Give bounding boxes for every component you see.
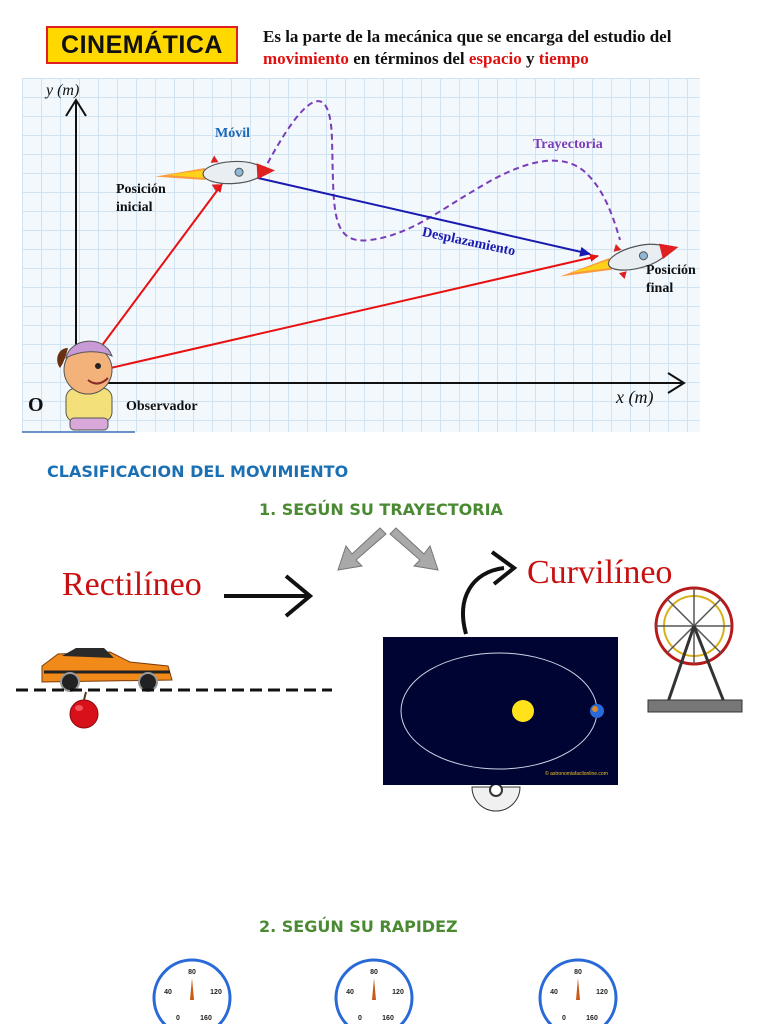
origin-label: O xyxy=(28,394,44,416)
trajectory-label: Trayectoria xyxy=(533,137,603,152)
intro-word-movimiento: movimiento xyxy=(263,49,349,68)
intro-text-3: y xyxy=(521,49,539,68)
intro-text-2: en términos del xyxy=(348,49,469,68)
gauge-tick: 80 xyxy=(370,969,378,976)
trajectory-path xyxy=(262,100,621,242)
gauge-tick: 40 xyxy=(164,989,172,996)
intro-word-espacio: espacio xyxy=(468,49,522,68)
displacement-vector xyxy=(257,177,591,257)
gauge-tick: 40 xyxy=(346,989,354,996)
rocket-icon xyxy=(155,155,276,192)
gauge-tick: 160 xyxy=(200,1015,212,1022)
kinematics-diagram-drawing xyxy=(22,98,686,433)
observer-icon xyxy=(57,340,113,431)
observer-label: Observador xyxy=(126,399,198,414)
page-title: CINEMÁTICA xyxy=(61,30,223,59)
split-arrows-icon xyxy=(337,527,439,571)
x-axis xyxy=(76,372,686,394)
gauge-tick: 160 xyxy=(586,1015,598,1022)
gauge-tick: 0 xyxy=(562,1015,566,1022)
gauge-tick: 80 xyxy=(188,969,196,976)
final-position-vector xyxy=(79,253,599,376)
gauge-tick: 40 xyxy=(550,989,558,996)
title-box: CINEMÁTICA xyxy=(46,26,238,64)
intro-word-tiempo: tiempo xyxy=(538,49,589,68)
y-axis-label: y (m) xyxy=(46,82,80,99)
ferris-wheel-icon xyxy=(647,586,743,713)
by-trajectory-heading: 1. SEGÚN SU TRAYECTORIA xyxy=(259,500,503,519)
intro-paragraph: Es la parte de la mecánica que se encarg… xyxy=(263,26,703,70)
gauge-tick: 80 xyxy=(574,969,582,976)
x-axis-label: x (m) xyxy=(616,387,654,407)
initial-position-vector xyxy=(79,183,223,376)
car-icon xyxy=(41,648,173,692)
orbit-illustration: © astronomiafacilonline.com xyxy=(383,637,618,785)
straight-arrow-icon xyxy=(224,574,314,618)
intro-text-1: Es la parte de la mecánica que se encarg… xyxy=(263,27,672,46)
pokeball-icon xyxy=(471,783,521,812)
gauge-tick: 0 xyxy=(358,1015,362,1022)
space-credit: © astronomiafacilonline.com xyxy=(545,771,608,777)
speedometer-icon: 40 80 120 0 160 xyxy=(334,958,414,1024)
rectilinear-label: Rectilíneo xyxy=(62,566,202,603)
gauge-tick: 120 xyxy=(210,989,222,996)
gauge-tick: 0 xyxy=(176,1015,180,1022)
curved-arrow-icon xyxy=(461,550,518,635)
gauge-tick: 120 xyxy=(392,989,404,996)
orbit-drawing xyxy=(400,652,604,770)
speedometers: 40 80 120 0 160 40 80 120 0 160 40 80 12… xyxy=(152,958,618,1024)
speedometer-icon: 40 80 120 0 160 xyxy=(538,958,618,1024)
speedometer-icon: 40 80 120 0 160 xyxy=(152,958,232,1024)
gauge-tick: 160 xyxy=(382,1015,394,1022)
apple-icon xyxy=(69,691,99,729)
final-position-line-1: Posición xyxy=(646,263,696,278)
initial-position-line-1: Posición xyxy=(116,182,166,197)
curvilinear-label: Curvilíneo xyxy=(527,554,673,591)
initial-position-label: Posición inicial xyxy=(116,181,166,217)
final-position-line-2: final xyxy=(646,281,674,296)
movil-label: Móvil xyxy=(215,126,250,141)
gauge-tick: 120 xyxy=(596,989,608,996)
rocket-icon xyxy=(560,243,679,279)
sun-icon xyxy=(512,700,534,722)
trajectory-illustrations xyxy=(16,527,743,812)
initial-position-line-2: inicial xyxy=(116,200,153,215)
classification-heading: CLASIFICACION DEL MOVIMIENTO xyxy=(47,462,349,481)
final-position-label: Posición final xyxy=(646,262,696,298)
y-axis xyxy=(65,98,87,383)
by-speed-heading: 2. SEGÚN SU RAPIDEZ xyxy=(259,917,458,936)
